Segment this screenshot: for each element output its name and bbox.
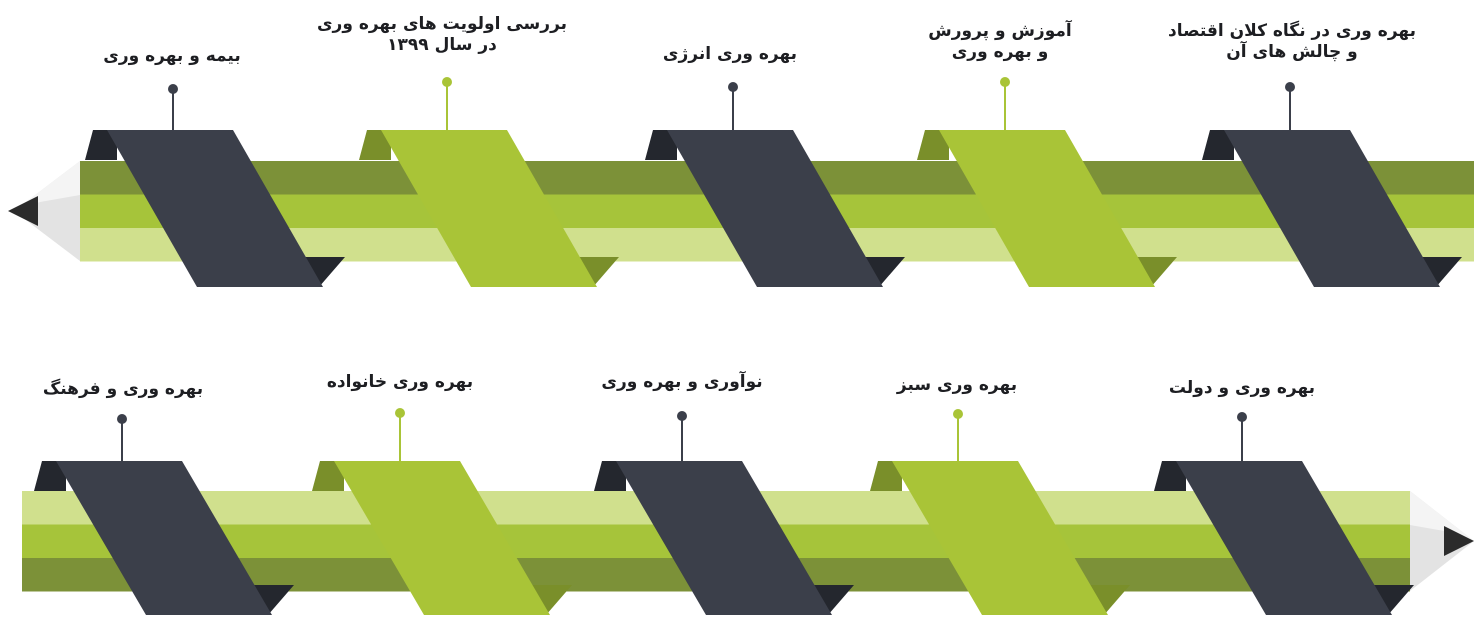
ribbon-2-1-band [56, 461, 272, 615]
ribbon-2-2-back-flap [312, 461, 344, 491]
ribbon-1-5-band [1224, 130, 1440, 287]
ribbon-1-4-marker-pin-icon [1000, 77, 1010, 87]
ribbon-2-3-back-flap [594, 461, 626, 491]
ribbon-2-3-band [616, 461, 832, 615]
ribbon-1-3-band [667, 130, 883, 287]
timeline-label-1-3: بهره وری انرژی [662, 44, 798, 64]
ribbon-1-2-band [381, 130, 597, 287]
pencil-1-wood-shine [14, 161, 80, 211]
timeline-label-1-2: بررسی اولویت های بهره وری در سال ۱۳۹۹ [316, 14, 568, 55]
ribbon-1-5-back-flap [1202, 130, 1234, 160]
pencil-1-lead [8, 196, 38, 226]
ribbon-1-1-band [107, 130, 323, 287]
timeline-label-2-4: بهره وری سبز [896, 375, 1018, 395]
timeline-label-2-2: بهره وری خانواده [326, 372, 474, 392]
ribbon-2-2-marker-pin-icon [395, 408, 405, 418]
ribbon-1-3-marker-pin-icon [728, 82, 738, 92]
timeline-label-1-4: آموزش و پرورش و بهره وری [928, 21, 1072, 62]
ribbon-2-1-back-flap [34, 461, 66, 491]
ribbon-2-5-band [1176, 461, 1392, 615]
ribbon-1-2-marker-pin-icon [442, 77, 452, 87]
ribbon-2-4-band [892, 461, 1108, 615]
timeline-label-1-1: بیمه و بهره وری [103, 46, 241, 66]
timeline-label-2-3: نوآوری و بهره وری [601, 372, 763, 392]
ribbon-2-5-back-flap [1154, 461, 1186, 491]
ribbon-1-4-back-flap [917, 130, 949, 160]
ribbon-1-4-band [939, 130, 1155, 287]
ribbon-1-2-back-flap [359, 130, 391, 160]
ribbon-2-4-marker-pin-icon [953, 409, 963, 419]
ribbon-1-3-back-flap [645, 130, 677, 160]
ribbon-1-1-marker-pin-icon [168, 84, 178, 94]
ribbon-2-3-marker-pin-icon [677, 411, 687, 421]
ribbon-2-1-marker-pin-icon [117, 414, 127, 424]
timeline-label-1-5: بهره وری در نگاه کلان اقتصاد و چالش های … [1167, 21, 1417, 62]
timeline-label-2-1: بهره وری و فرهنگ [42, 379, 204, 399]
ribbon-1-5-marker-pin-icon [1285, 82, 1295, 92]
ribbon-2-5-marker-pin-icon [1237, 412, 1247, 422]
ribbon-1-1-back-flap [85, 130, 117, 160]
timeline-label-2-5: بهره وری و دولت [1168, 378, 1316, 398]
ribbon-2-4-back-flap [870, 461, 902, 491]
pencil-2-wood-shine [1410, 491, 1474, 541]
pencil-2-lead [1444, 526, 1474, 556]
ribbon-2-2-band [334, 461, 550, 615]
